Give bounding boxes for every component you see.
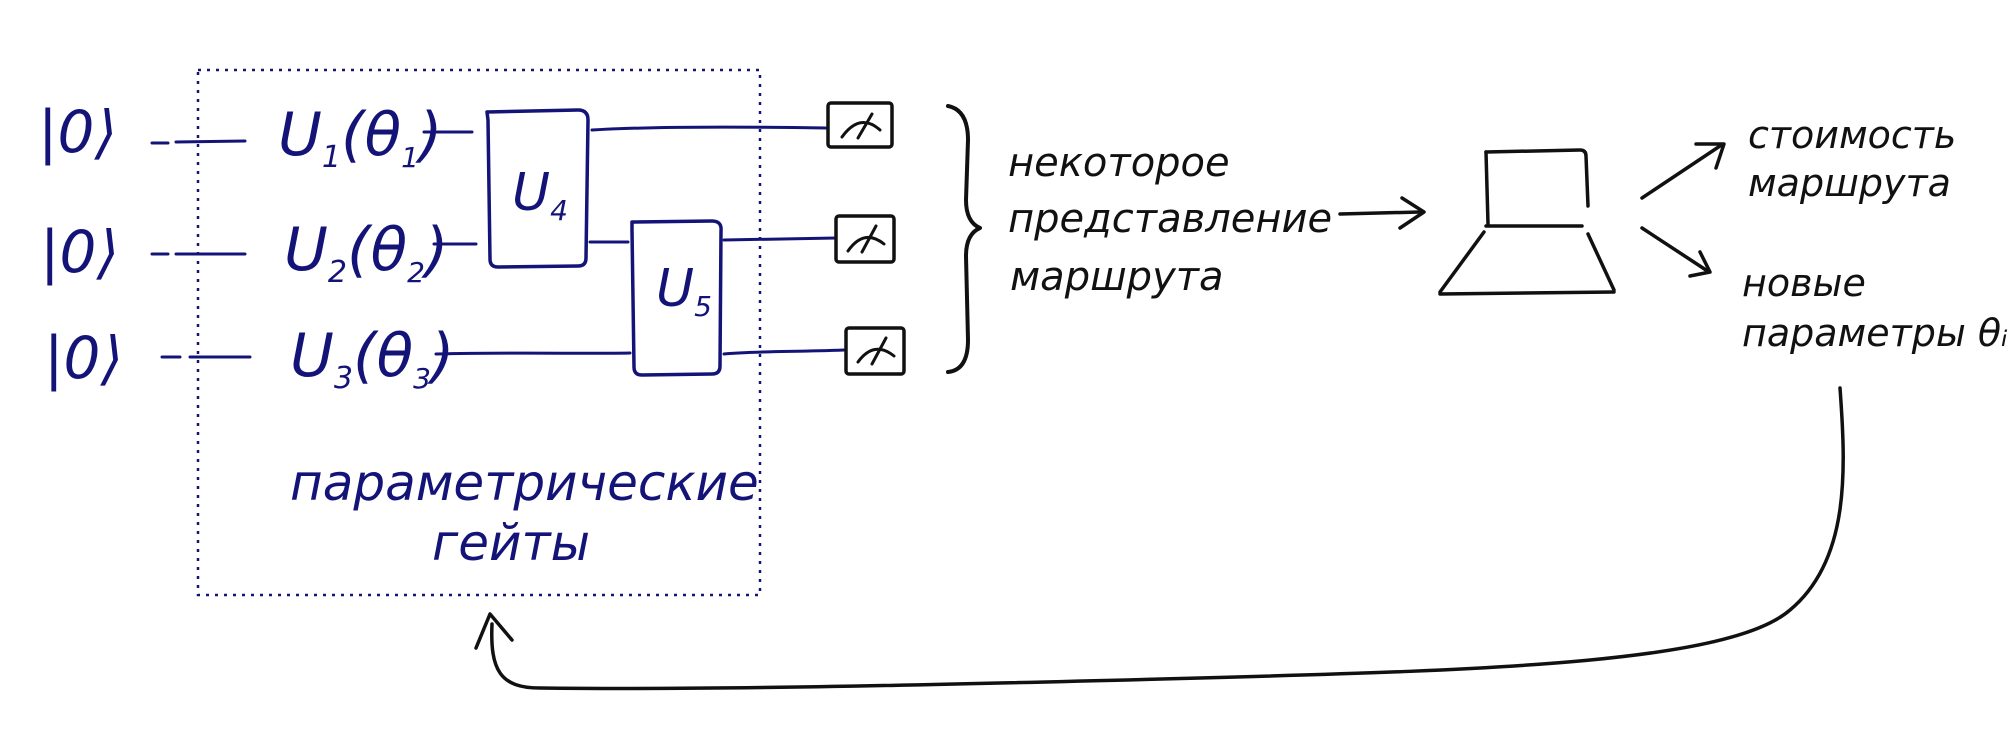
- route-representation-label: некоторое представление маршрута: [1008, 140, 1332, 300]
- svg-text:стоимость: стоимость: [1748, 113, 1956, 157]
- svg-text:|0⟩: |0⟩: [40, 218, 119, 286]
- arrow-up-right-icon: [1640, 142, 1726, 200]
- gate-u5: U5: [630, 219, 723, 377]
- svg-text:|0⟩: |0⟩: [38, 98, 117, 166]
- svg-text:|0⟩: |0⟩: [44, 324, 123, 392]
- svg-text:U3(θ3): U3(θ3): [290, 321, 454, 396]
- svg-text:U1(θ1): U1(θ1): [278, 100, 442, 175]
- wire-in-1: [150, 139, 247, 145]
- svg-text:U5: U5: [656, 259, 712, 323]
- svg-text:U4: U4: [512, 163, 568, 227]
- svg-text:новые: новые: [1742, 261, 1866, 305]
- input-ket-1: |0⟩: [38, 98, 117, 166]
- wire-u5-out-bottom: [722, 348, 846, 356]
- svg-text:маршрута: маршрута: [1010, 254, 1224, 300]
- route-cost-label: стоимость маршрута: [1748, 113, 1956, 205]
- gate-u1: U1(θ1): [278, 100, 442, 175]
- meter-icon: [826, 101, 894, 149]
- meter-icon: [834, 214, 896, 264]
- wire-u5-out-top: [722, 236, 838, 242]
- gate-u3: U3(θ3): [290, 321, 454, 396]
- svg-text:гейты: гейты: [432, 514, 590, 572]
- svg-text:некоторое: некоторое: [1008, 140, 1230, 186]
- svg-text:параметрические: параметрические: [290, 454, 759, 512]
- gate-u2: U2(θ2): [284, 215, 448, 290]
- arrow-right-icon: [1338, 196, 1426, 230]
- wire-u3-u5: [434, 351, 632, 356]
- arrow-down-right-icon: [1640, 226, 1712, 278]
- parametric-gates-label: параметрические гейты: [290, 454, 759, 572]
- parametric-gates-box: [196, 68, 762, 597]
- right-brace: [946, 104, 982, 374]
- input-ket-2: |0⟩: [40, 218, 119, 286]
- input-ket-3: |0⟩: [44, 324, 123, 392]
- gate-u4: U4: [485, 108, 590, 269]
- laptop-icon: [1438, 148, 1616, 296]
- svg-text:параметры θᵢ: параметры θᵢ: [1742, 311, 2008, 355]
- feedback-arrow: [474, 386, 1845, 691]
- svg-text:представление: представление: [1008, 196, 1332, 242]
- svg-text:маршрута: маршрута: [1748, 161, 1951, 205]
- new-parameters-label: новые параметры θᵢ: [1742, 261, 2008, 355]
- meter-icon: [844, 326, 906, 376]
- wire-u4-out-top: [590, 125, 828, 132]
- svg-text:U2(θ2): U2(θ2): [284, 215, 448, 290]
